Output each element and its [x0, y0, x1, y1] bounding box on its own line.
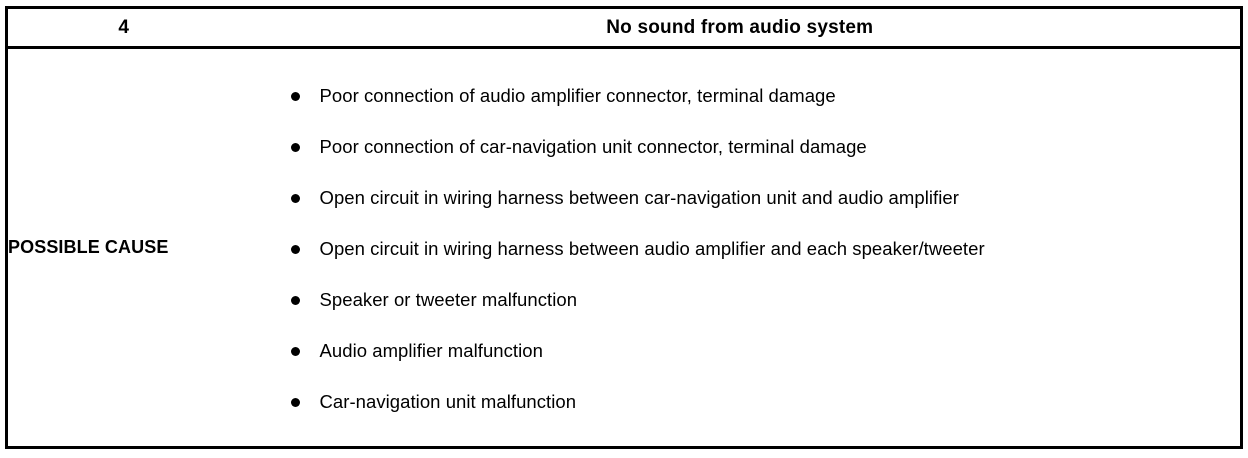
list-item: Poor connection of car-navigation unit c… [240, 134, 1227, 160]
cause-text: Poor connection of car-navigation unit c… [319, 136, 867, 157]
possible-cause-table: 4 No sound from audio system POSSIBLE CA… [5, 6, 1243, 449]
bullet-dot-icon [290, 92, 300, 101]
cause-text: Speaker or tweeter malfunction [319, 289, 578, 310]
list-item: Open circuit in wiring harness between c… [240, 185, 1227, 211]
table-body-row: POSSIBLE CAUSE Poor connection of audio … [6, 47, 1242, 448]
possible-cause-list-cell: Poor connection of audio amplifier conne… [239, 47, 1242, 448]
list-item: Car-navigation unit malfunction [240, 389, 1227, 415]
bullet-dot-icon [290, 143, 300, 152]
cause-text: Poor connection of audio amplifier conne… [319, 85, 836, 106]
bullet-dot-icon [290, 245, 300, 254]
cause-text: Open circuit in wiring harness between c… [319, 187, 959, 208]
cause-text: Car-navigation unit malfunction [319, 391, 577, 412]
bullet-dot-icon [290, 296, 300, 305]
bullet-dot-icon [290, 398, 300, 407]
fault-title-cell: No sound from audio system [239, 7, 1242, 49]
list-item: Audio amplifier malfunction [240, 338, 1227, 364]
cause-list: Poor connection of audio amplifier conne… [240, 66, 1241, 429]
possible-cause-label-cell: POSSIBLE CAUSE [6, 47, 240, 448]
list-item: Poor connection of audio amplifier conne… [240, 83, 1227, 109]
list-item: Open circuit in wiring harness between a… [240, 236, 1227, 262]
cause-text: Open circuit in wiring harness between a… [319, 238, 985, 259]
table-header-row: 4 No sound from audio system [6, 7, 1242, 49]
cause-text: Audio amplifier malfunction [319, 340, 543, 361]
fault-number-cell: 4 [6, 7, 240, 49]
bullet-dot-icon [290, 194, 300, 203]
bullet-dot-icon [290, 347, 300, 356]
list-item: Speaker or tweeter malfunction [240, 287, 1227, 313]
